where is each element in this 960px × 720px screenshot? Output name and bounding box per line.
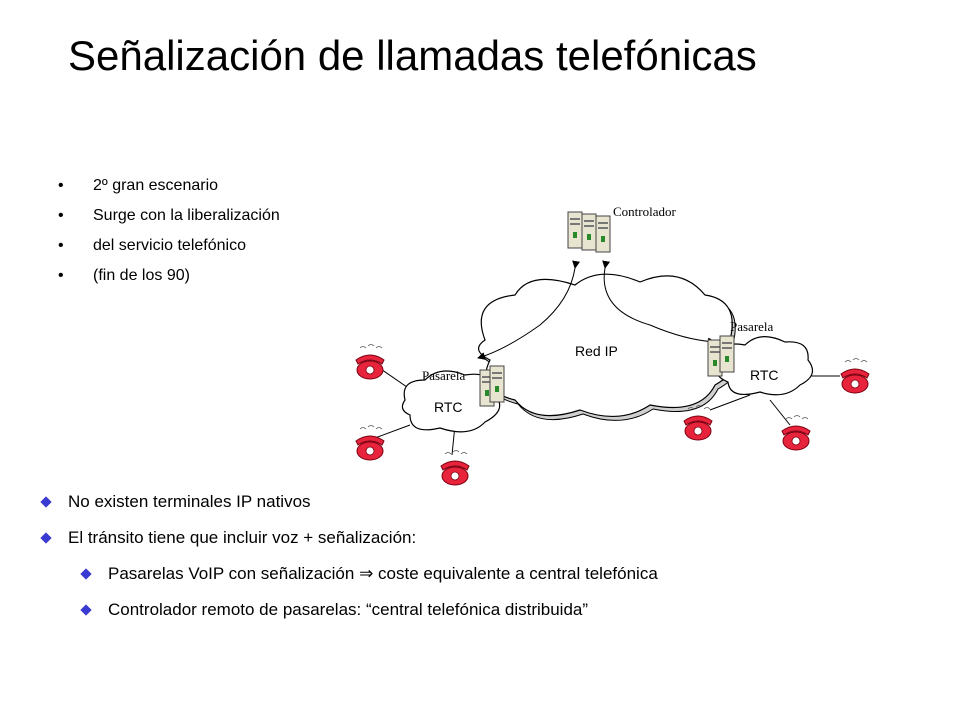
subbullet-controller: Controlador remoto de pasarelas: “centra… <box>80 598 658 634</box>
signaling-arrow-right <box>602 260 716 346</box>
bullet-no-native-ip: No existen terminales IP nativos <box>40 490 658 526</box>
gateway-left-label: Pasarela <box>422 368 466 383</box>
intro-bullet-1: 2º gran escenario <box>58 176 328 206</box>
controller-server-icon <box>567 211 611 253</box>
ip-network-label: Red IP <box>575 343 618 359</box>
voip-network-diagram: Red IP RTC RTC Controlador Pasarela Pasa… <box>355 204 870 486</box>
bullet-diamond-icon <box>40 496 52 508</box>
gateway-left-server-icon <box>479 365 505 407</box>
subbullet-gateways: Pasarelas VoIP con señalización ⇒ coste … <box>80 562 658 598</box>
intro-bullet-4: (fin de los 90) <box>58 266 328 296</box>
pstn-right-label: RTC <box>750 367 779 383</box>
pstn-left-label: RTC <box>434 399 463 415</box>
page-title: Señalización de llamadas telefónicas <box>68 32 757 79</box>
intro-bullet-3: del servicio telefónico <box>58 236 328 266</box>
pstn-right-cloud <box>715 336 814 396</box>
bullet-transit: El tránsito tiene que incluir voz + seña… <box>40 526 658 562</box>
intro-bullet-list: 2º gran escenario Surge con la liberaliz… <box>58 176 328 296</box>
telephone-icon <box>840 358 870 394</box>
signaling-arrow-left <box>477 260 581 360</box>
telephone-icon <box>440 450 470 486</box>
telephone-icon <box>355 344 385 380</box>
gateway-right-server-icon <box>707 335 735 377</box>
controller-label: Controlador <box>613 204 676 219</box>
bullet-diamond-icon <box>40 532 52 544</box>
telephone-icon <box>355 425 385 461</box>
intro-bullet-2: Surge con la liberalización <box>58 206 328 236</box>
conclusion-bullet-list: No existen terminales IP nativos El trán… <box>40 490 658 634</box>
gateway-right-label: Pasarela <box>730 319 774 334</box>
bullet-diamond-icon <box>80 568 92 580</box>
bullet-diamond-icon <box>80 604 92 616</box>
pstn-left-cloud <box>401 370 501 433</box>
